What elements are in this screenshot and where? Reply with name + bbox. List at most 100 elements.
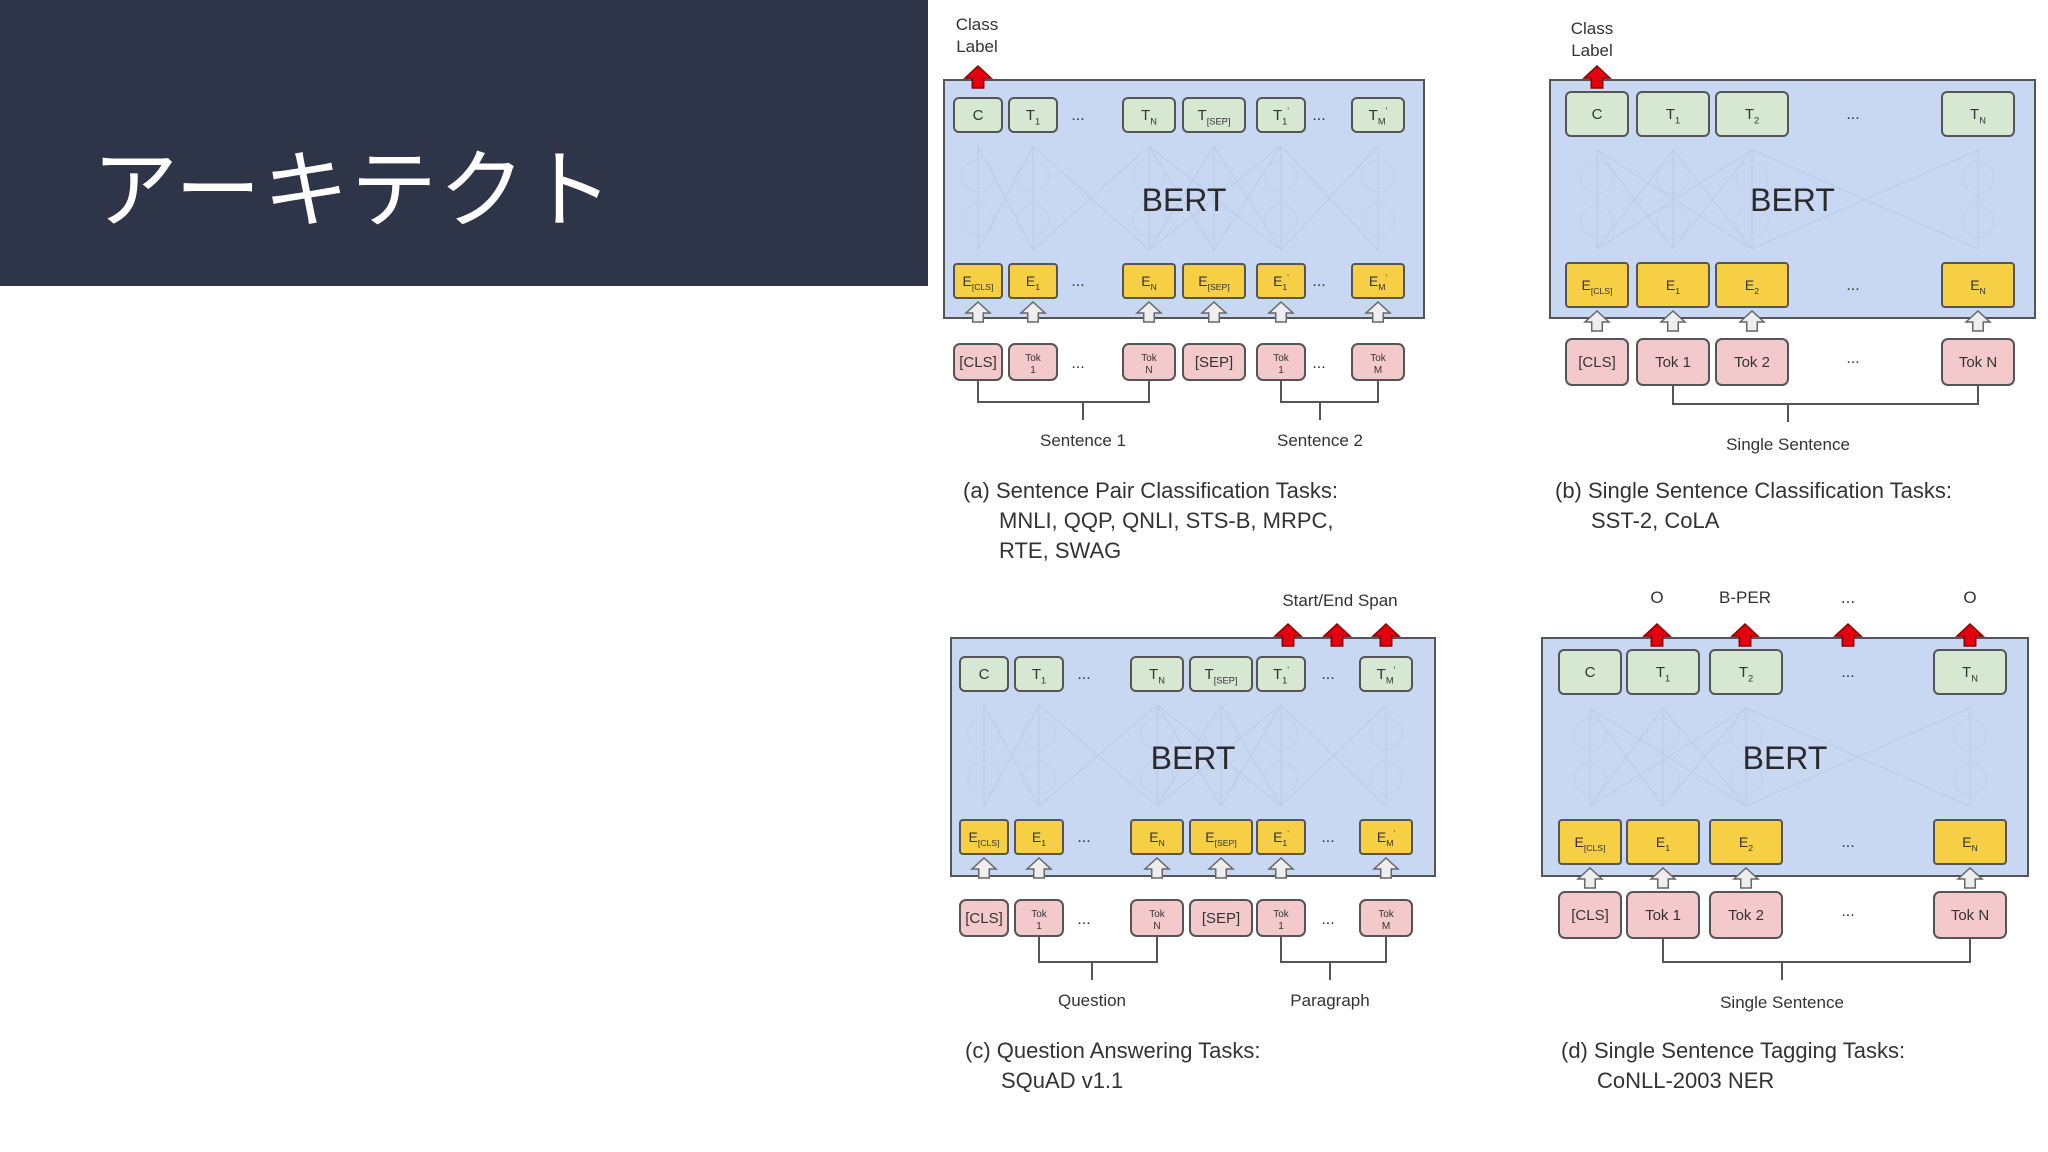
output-cell	[1715, 91, 1789, 137]
node-circle	[1132, 203, 1166, 237]
output-arrow	[1371, 622, 1401, 647]
embedding-label: EN	[1141, 273, 1157, 292]
output-cell	[1189, 656, 1253, 692]
output-label: C	[973, 107, 984, 124]
connection-line	[983, 704, 1040, 807]
node-circle	[1735, 161, 1769, 194]
output-arrow	[1273, 622, 1303, 647]
token-label: Tok 2	[1728, 907, 1764, 924]
input-arrow	[1732, 866, 1760, 889]
bert-label: BERT	[1750, 182, 1835, 218]
top-label: Start/End Span	[1282, 591, 1397, 610]
node-circle	[1361, 159, 1395, 193]
token-label: 1	[1278, 921, 1284, 932]
embedding-label: E[SEP]	[1198, 273, 1230, 292]
ellipsis: ...	[1846, 106, 1859, 123]
connection-line	[1032, 145, 1150, 251]
output-cell	[1014, 656, 1064, 692]
embedding-label: EN	[1149, 829, 1165, 848]
token-label: Tok	[1370, 353, 1387, 364]
ellipsis: ...	[1841, 664, 1854, 681]
connection-line	[1596, 149, 1674, 250]
token-label: Tok	[1141, 353, 1158, 364]
node-circle	[1140, 717, 1174, 750]
caption-line: (b) Single Sentence Classification Tasks…	[1555, 478, 1952, 503]
connection-line	[1596, 149, 1674, 250]
node-circle	[1197, 203, 1231, 237]
top-label: Label	[956, 37, 998, 56]
token-label: [SEP]	[1195, 354, 1233, 371]
caption-line: (a) Sentence Pair Classification Tasks:	[963, 478, 1338, 503]
output-arrow	[1642, 622, 1672, 647]
embedding-label: E2	[1739, 834, 1753, 853]
embedding-label: EN	[1962, 834, 1978, 853]
output-label: T2	[1745, 106, 1759, 126]
internal-connections	[967, 704, 1403, 807]
connection-line	[1156, 704, 1222, 807]
connection-line	[977, 145, 1034, 251]
output-cell	[1182, 97, 1246, 133]
embedding-cell	[953, 263, 1003, 299]
title-bar: アーキテクト	[0, 0, 928, 286]
output-cell	[1256, 97, 1306, 133]
token-label: 1	[1036, 921, 1042, 932]
node-circle	[967, 717, 1001, 750]
connection-line	[1220, 704, 1282, 807]
token-label: Tok	[1031, 909, 1048, 920]
connection-line	[1280, 704, 1387, 807]
output-label: T1	[1666, 106, 1680, 126]
token-cell	[1558, 891, 1622, 939]
embedding-cell	[1351, 263, 1405, 299]
node-circle	[1953, 718, 1987, 752]
group-label: Question	[1058, 991, 1126, 1010]
embedding-cell	[959, 819, 1009, 855]
bert-label: BERT	[1142, 182, 1227, 218]
output-label: TN	[1962, 664, 1978, 684]
connection-line	[983, 704, 1040, 807]
embedding-cell	[1189, 819, 1253, 855]
embedding-cell	[1256, 819, 1306, 855]
token-cell	[1008, 343, 1058, 381]
tag-label: B-PER	[1719, 588, 1771, 607]
input-arrow	[1200, 300, 1228, 323]
input-arrow	[1956, 866, 1984, 889]
output-cell	[1709, 649, 1783, 695]
ellipsis: ...	[1071, 273, 1084, 290]
token-label: Tok	[1273, 909, 1290, 920]
connection-line	[1213, 145, 1282, 251]
embedding-cell	[1565, 262, 1629, 308]
ellipsis: ...	[1077, 829, 1090, 846]
token-label: Tok 1	[1645, 907, 1681, 924]
caption-line: SST-2, CoLA	[1591, 508, 1720, 533]
embedding-label: E[CLS]	[968, 829, 999, 848]
node-circle	[1573, 762, 1607, 796]
connection-line	[1751, 149, 1979, 250]
node-circle	[1961, 161, 1995, 194]
output-cell	[959, 656, 1009, 692]
internal-connections	[1573, 707, 1987, 807]
ellipsis: ...	[1077, 911, 1090, 928]
embedding-cell	[1558, 819, 1622, 865]
embedding-label: E[CLS]	[962, 273, 993, 292]
output-label: C	[1585, 664, 1596, 681]
embedding-label: E[CLS]	[1574, 834, 1605, 853]
output-cell	[1256, 656, 1306, 692]
connection-line	[1148, 145, 1215, 251]
output-arrow	[1582, 64, 1612, 89]
token-label: Tok N	[1959, 354, 1997, 371]
token-label: Tok 2	[1734, 354, 1770, 371]
connection-line	[1156, 704, 1282, 807]
embedding-cell	[1636, 262, 1710, 308]
embedding-label: EM'	[1377, 828, 1396, 848]
caption-line: CoNLL-2003 NER	[1597, 1068, 1774, 1093]
embedding-cell	[1256, 263, 1306, 299]
token-label: [CLS]	[1578, 354, 1616, 371]
input-arrow	[970, 856, 998, 879]
embedding-label: E1	[1026, 273, 1040, 292]
embedding-cell	[1626, 819, 1700, 865]
connection-line	[1148, 145, 1215, 251]
token-cell	[1189, 899, 1253, 937]
caption-line: RTE, SWAG	[999, 538, 1121, 563]
token-label: Tok	[1378, 909, 1395, 920]
